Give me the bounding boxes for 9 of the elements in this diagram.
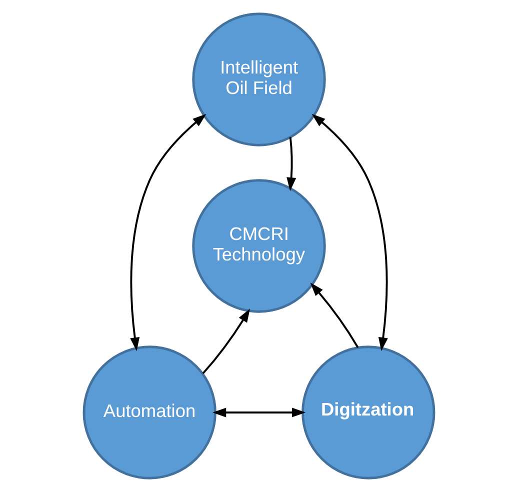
node-circle: Digitzation: [301, 345, 435, 479]
arrow: [286, 136, 296, 191]
node-circle: CMCRI Technology: [192, 178, 326, 312]
arrow: [310, 282, 358, 348]
arrow: [212, 407, 306, 417]
arrow: [202, 308, 250, 374]
arrow: [130, 113, 206, 351]
arrow: [311, 113, 388, 351]
node-circle: Automation: [82, 345, 216, 479]
